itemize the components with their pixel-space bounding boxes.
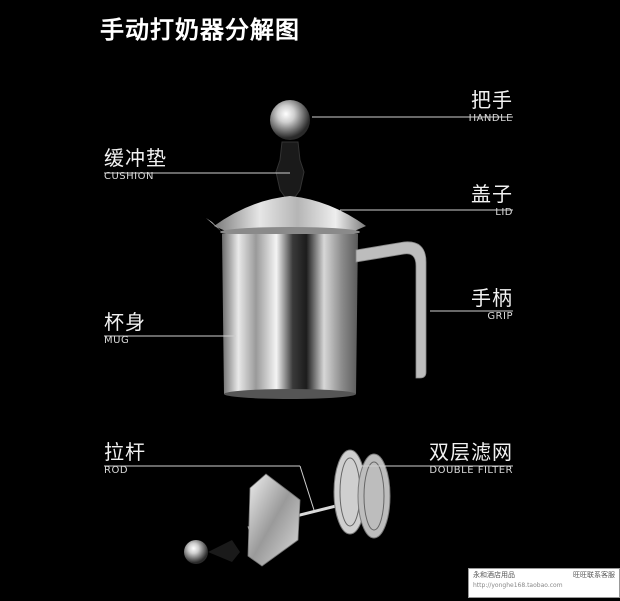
label-cushion-en: CUSHION <box>104 170 167 184</box>
label-filter: 双层滤网 DOUBLE FILTER <box>429 440 513 478</box>
label-mug-zh: 杯身 <box>104 310 146 334</box>
lid-part <box>214 196 366 232</box>
label-handle-zh: 把手 <box>469 88 513 112</box>
label-lid: 盖子 LID <box>471 182 513 220</box>
label-rod: 拉杆 ROD <box>104 440 146 478</box>
label-handle: 把手 HANDLE <box>469 88 513 126</box>
watermark-contact: 旺旺联系客服 <box>573 571 615 580</box>
label-filter-en: DOUBLE FILTER <box>429 464 513 478</box>
knob-ball <box>270 100 310 140</box>
watermark-url: http://yonghe168.taobao.com <box>469 580 619 591</box>
label-cushion: 缓冲垫 CUSHION <box>104 146 167 184</box>
plunger-cap <box>248 474 300 566</box>
shop-watermark: 永和酒店用品 旺旺联系客服 http://yonghe168.taobao.co… <box>468 568 620 598</box>
leader-rod-drop <box>300 466 314 510</box>
label-grip-zh: 手柄 <box>471 286 513 310</box>
filter-disc-2 <box>358 454 390 538</box>
label-rod-en: ROD <box>104 464 146 478</box>
label-handle-en: HANDLE <box>469 112 513 126</box>
label-cushion-zh: 缓冲垫 <box>104 146 167 170</box>
rod-end-ball <box>184 540 208 564</box>
label-mug: 杯身 MUG <box>104 310 146 348</box>
mug-part <box>222 234 358 398</box>
label-mug-en: MUG <box>104 334 146 348</box>
grip-part <box>356 242 426 378</box>
label-lid-zh: 盖子 <box>471 182 513 206</box>
label-filter-zh: 双层滤网 <box>429 440 513 464</box>
label-rod-zh: 拉杆 <box>104 440 146 464</box>
label-grip: 手柄 GRIP <box>471 286 513 324</box>
watermark-shop: 永和酒店用品 <box>473 571 515 580</box>
label-grip-en: GRIP <box>471 310 513 324</box>
label-lid-en: LID <box>471 206 513 220</box>
